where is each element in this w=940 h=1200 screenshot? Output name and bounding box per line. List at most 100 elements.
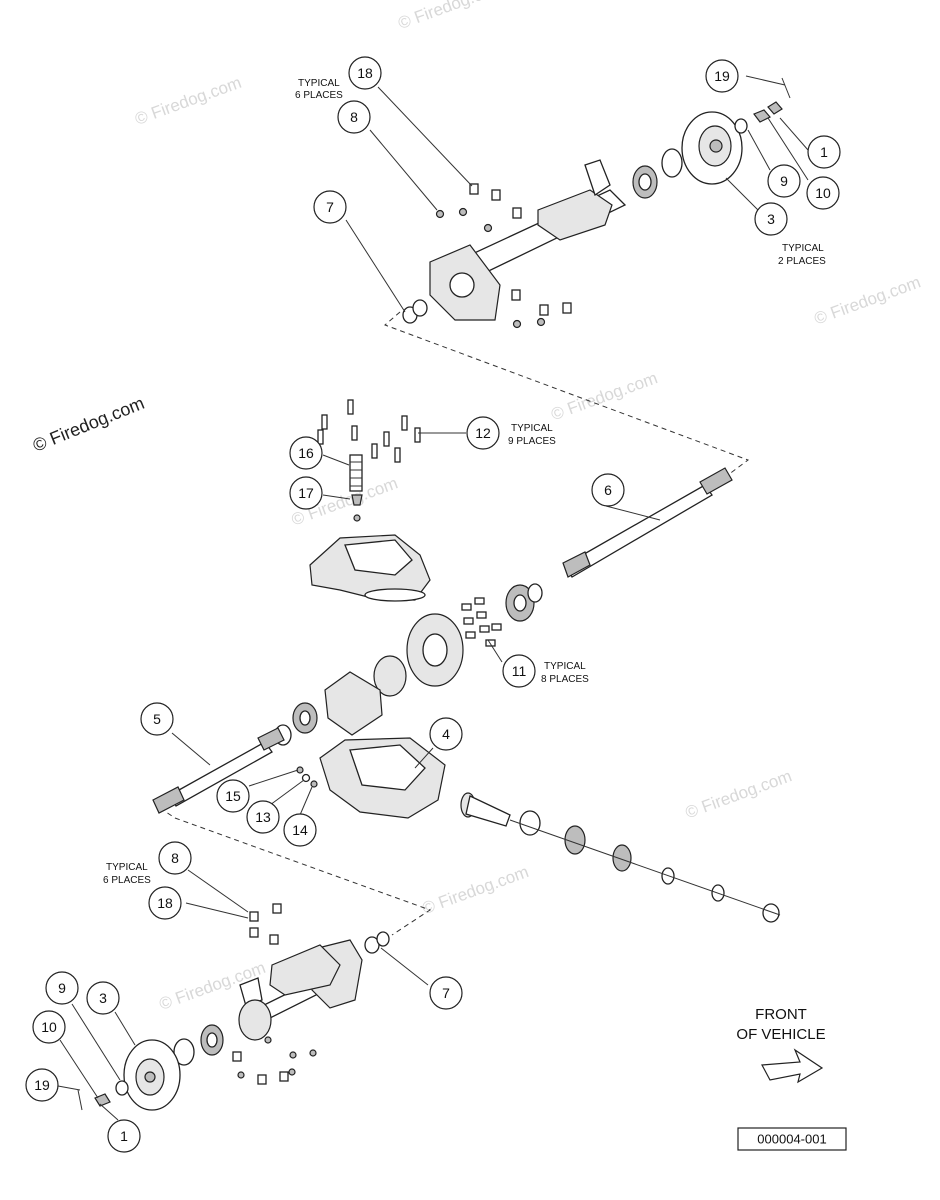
callout-10-bottom: 10 bbox=[32, 1010, 66, 1044]
watermark-faint: © Firedog.com bbox=[395, 0, 506, 33]
svg-text:1: 1 bbox=[820, 144, 828, 160]
pinion-bearing-2 bbox=[612, 844, 632, 872]
svg-text:TYPICAL: TYPICAL bbox=[106, 862, 148, 873]
svg-text:9 PLACES: 9 PLACES bbox=[508, 436, 556, 447]
svg-text:17: 17 bbox=[298, 485, 314, 501]
nut-top bbox=[753, 109, 771, 123]
nut bbox=[435, 209, 445, 219]
shaft-5-spline bbox=[257, 727, 285, 751]
watermark-faint: © Firedog.com bbox=[132, 73, 243, 129]
svg-text:8: 8 bbox=[350, 109, 358, 125]
plug-17 bbox=[351, 494, 363, 506]
note-typical-8: TYPICAL 8 PLACES bbox=[541, 661, 589, 685]
pinion-axis bbox=[509, 819, 781, 916]
carrier-bearing bbox=[373, 655, 407, 697]
bolt bbox=[539, 304, 549, 316]
svg-text:TYPICAL: TYPICAL bbox=[298, 78, 340, 89]
spring-bracket-top bbox=[537, 189, 613, 241]
watermark-faint: © Firedog.com bbox=[420, 862, 531, 918]
callout-15: 15 bbox=[216, 779, 250, 813]
svg-text:12: 12 bbox=[475, 425, 491, 441]
pinion-shaft bbox=[465, 795, 511, 827]
watermark-faint: © Firedog.com bbox=[812, 272, 923, 328]
front-label-line1: FRONT bbox=[755, 1006, 807, 1023]
hub-bore-top bbox=[709, 139, 723, 153]
callout-8-top: 8 bbox=[337, 100, 371, 134]
svg-text:18: 18 bbox=[157, 895, 173, 911]
spring-bracket-bottom bbox=[269, 944, 341, 996]
bolts-12 bbox=[317, 399, 421, 463]
nut-bottom bbox=[94, 1093, 111, 1107]
callout-19-bottom: 19 bbox=[25, 1068, 59, 1102]
shaft-6-spline-end bbox=[699, 467, 733, 495]
svg-text:8 PLACES: 8 PLACES bbox=[541, 674, 589, 685]
svg-text:2 PLACES: 2 PLACES bbox=[778, 256, 826, 267]
callout-7-bottom: 7 bbox=[429, 976, 463, 1010]
seal-7b-bottom bbox=[376, 931, 390, 947]
callout-18-top: 18 bbox=[348, 56, 382, 90]
callout-11: 11 bbox=[502, 654, 536, 688]
differential-gear-set bbox=[274, 583, 543, 746]
snap-ring-top bbox=[661, 148, 683, 178]
front-of-vehicle-indicator: FRONT OF VEHICLE bbox=[736, 1006, 826, 1084]
bolt bbox=[512, 207, 522, 219]
watermark-faint: © Firedog.com bbox=[683, 766, 794, 822]
pinion-nut bbox=[762, 903, 780, 923]
svg-text:5: 5 bbox=[153, 711, 161, 727]
note-typical-6-bottom: TYPICAL 6 PLACES bbox=[103, 862, 151, 886]
pinion-ring bbox=[519, 810, 541, 836]
diff-case bbox=[324, 671, 383, 736]
bolt bbox=[511, 289, 521, 301]
nut bbox=[483, 223, 493, 233]
svg-text:TYPICAL: TYPICAL bbox=[782, 243, 824, 254]
nut bbox=[458, 207, 468, 217]
part-14 bbox=[310, 780, 318, 788]
washer-top bbox=[734, 118, 748, 134]
hub-bore-bottom bbox=[144, 1071, 156, 1083]
svg-text:6: 6 bbox=[604, 482, 612, 498]
part-13 bbox=[301, 773, 311, 783]
svg-text:14: 14 bbox=[292, 822, 308, 838]
pinion-bearing bbox=[564, 825, 586, 855]
callout-9-bottom: 9 bbox=[45, 971, 79, 1005]
callout-5: 5 bbox=[140, 702, 174, 736]
svg-text:15: 15 bbox=[225, 788, 241, 804]
callout-6: 6 bbox=[591, 473, 625, 507]
cotter-pin-top bbox=[781, 77, 791, 99]
callout-3-bottom: 3 bbox=[86, 981, 120, 1015]
nut bbox=[512, 319, 522, 329]
watermark-faint: © Firedog.com bbox=[549, 368, 660, 424]
axle-shaft-6 bbox=[562, 467, 733, 578]
callout-14: 14 bbox=[283, 813, 317, 847]
bolt bbox=[491, 189, 501, 201]
leader-lines bbox=[57, 75, 809, 1121]
spring-16 bbox=[349, 454, 363, 492]
bracket-ear-bottom bbox=[239, 977, 263, 1007]
callout-1-top: 1 bbox=[807, 135, 841, 169]
differential-housing-4 bbox=[296, 737, 781, 923]
callout-9-top: 9 bbox=[767, 164, 801, 198]
housing-4-inner bbox=[349, 744, 426, 791]
note-typical-6-top: TYPICAL 6 PLACES bbox=[295, 78, 343, 101]
svg-text:TYPICAL: TYPICAL bbox=[511, 423, 553, 434]
svg-text:3: 3 bbox=[99, 990, 107, 1006]
bolt bbox=[562, 302, 572, 314]
bracket-ear bbox=[584, 159, 611, 197]
svg-text:11: 11 bbox=[512, 663, 527, 679]
bolts-11 bbox=[461, 597, 502, 647]
seal-7b-top bbox=[412, 299, 428, 317]
svg-text:9: 9 bbox=[780, 173, 788, 189]
svg-text:3: 3 bbox=[767, 211, 775, 227]
snap-ring-bottom bbox=[173, 1038, 195, 1066]
alignment-line-bottom bbox=[159, 807, 432, 936]
drawing-number-box: 000004-001 bbox=[737, 1127, 847, 1151]
svg-text:18: 18 bbox=[357, 65, 373, 81]
svg-text:13: 13 bbox=[255, 809, 271, 825]
callout-7-top: 7 bbox=[313, 190, 347, 224]
shim-right bbox=[527, 583, 543, 603]
washer-bottom bbox=[115, 1080, 129, 1096]
svg-text:7: 7 bbox=[442, 985, 450, 1001]
axle-shaft-5 bbox=[152, 727, 285, 814]
shaft-6-spline bbox=[562, 551, 591, 578]
bolt bbox=[469, 183, 479, 195]
